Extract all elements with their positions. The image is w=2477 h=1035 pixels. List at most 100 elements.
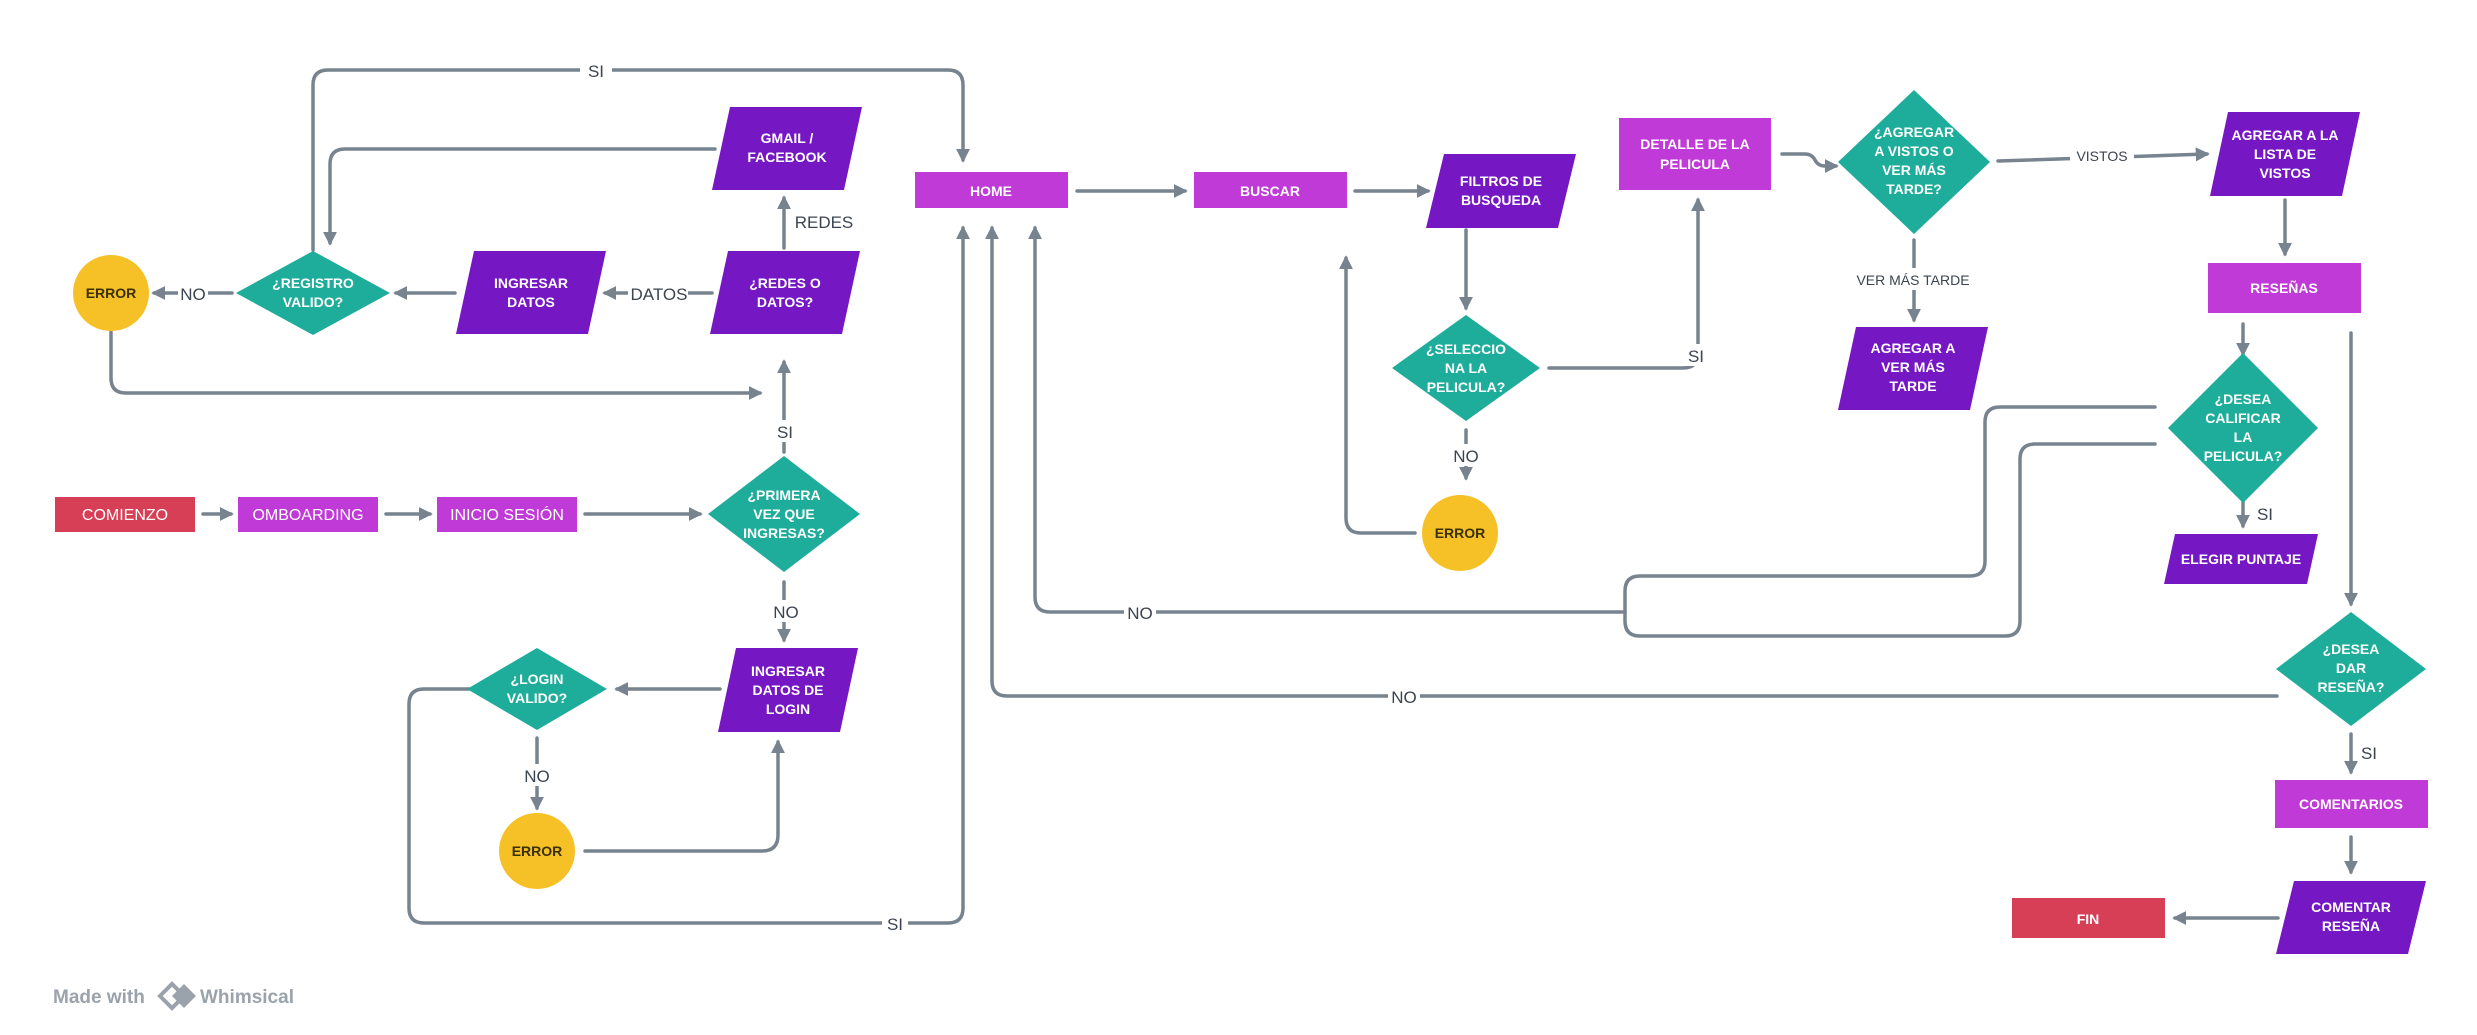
svg-text:INGRESAS?: INGRESAS?: [743, 525, 825, 541]
node-agregar-pregunta[interactable]: ¿AGREGAR A VISTOS O VER MÁS TARDE?: [1838, 90, 1990, 234]
svg-text:DETALLE DE LA: DETALLE DE LA: [1640, 136, 1749, 152]
edge-registro-home: [311, 68, 970, 252]
svg-text:CALIFICAR: CALIFICAR: [2205, 410, 2280, 426]
svg-text:ERROR: ERROR: [512, 843, 563, 859]
edge-gmail-registro: [323, 147, 717, 246]
node-error-busqueda[interactable]: ERROR: [1422, 495, 1498, 571]
node-elegir-puntaje[interactable]: ELEGIR PUNTAJE: [2164, 534, 2318, 584]
svg-text:COMENTARIOS: COMENTARIOS: [2299, 796, 2403, 812]
label-no-dar: NO: [1391, 688, 1417, 707]
svg-text:COMIENZO: COMIENZO: [82, 507, 168, 524]
svg-text:TARDE?: TARDE?: [1886, 181, 1942, 197]
svg-text:A VISTOS O: A VISTOS O: [1874, 143, 1953, 159]
svg-text:VALIDO?: VALIDO?: [507, 690, 567, 706]
node-ingresar-login[interactable]: INGRESAR DATOS DE LOGIN: [718, 648, 858, 732]
svg-text:RESEÑA: RESEÑA: [2322, 917, 2380, 934]
node-ingresar-datos[interactable]: INGRESAR DATOS: [456, 251, 606, 334]
node-login-valido[interactable]: ¿LOGIN VALIDO?: [467, 648, 607, 730]
edge-calificar-home: [1028, 225, 1627, 614]
svg-text:COMENTAR: COMENTAR: [2311, 899, 2391, 915]
svg-text:PELICULA?: PELICULA?: [2204, 448, 2283, 464]
node-detalle-pelicula[interactable]: DETALLE DE LA PELICULA: [1619, 118, 1771, 190]
node-resenas[interactable]: RESEÑAS: [2208, 263, 2361, 313]
watermark[interactable]: Made with Whimsical: [53, 981, 294, 1011]
node-error-login[interactable]: ERROR: [499, 813, 575, 889]
svg-text:INGRESAR: INGRESAR: [494, 275, 568, 291]
svg-text:¿DESEA: ¿DESEA: [2215, 391, 2272, 407]
edge-error-busqueda-retry: [1339, 255, 1417, 535]
svg-text:LA: LA: [2234, 429, 2253, 445]
node-buscar[interactable]: BUSCAR: [1194, 172, 1347, 208]
svg-text:¿REGISTRO: ¿REGISTRO: [272, 275, 354, 291]
svg-text:LOGIN: LOGIN: [766, 701, 810, 717]
node-home[interactable]: HOME: [915, 172, 1068, 208]
edge-error-retry: [109, 330, 763, 400]
svg-text:AGREGAR A LA: AGREGAR A LA: [2231, 127, 2338, 143]
svg-text:FACEBOOK: FACEBOOK: [747, 149, 826, 165]
svg-text:RESEÑAS: RESEÑAS: [2250, 279, 2318, 296]
edge-detalle-agregar: [1780, 152, 1839, 173]
svg-text:¿LOGIN: ¿LOGIN: [511, 671, 564, 687]
label-ver-mas-tarde: VER MÁS TARDE: [1856, 272, 1969, 288]
svg-text:AGREGAR A: AGREGAR A: [1870, 340, 1955, 356]
node-desea-dar[interactable]: ¿DESEA DAR RESEÑA?: [2276, 612, 2426, 726]
node-onboarding[interactable]: OMBOARDING: [238, 497, 378, 532]
svg-text:PELICULA: PELICULA: [1660, 156, 1730, 172]
edge-calificar-bracket: [1623, 405, 2157, 638]
node-comienzo[interactable]: COMIENZO: [55, 497, 195, 532]
node-redes-o-datos[interactable]: ¿REDES O DATOS?: [710, 251, 860, 334]
node-comentar-resena[interactable]: COMENTAR RESEÑA: [2276, 881, 2426, 954]
node-agregar-tarde[interactable]: AGREGAR A VER MÁS TARDE: [1838, 327, 1988, 410]
label-no-calificar: NO: [1127, 604, 1153, 623]
svg-text:¿AGREGAR: ¿AGREGAR: [1874, 124, 1954, 140]
node-fin[interactable]: FIN: [2012, 898, 2165, 938]
label-no-selecciona: NO: [1453, 447, 1479, 466]
svg-text:DAR: DAR: [2336, 660, 2366, 676]
node-error-registro[interactable]: ERROR: [73, 255, 149, 331]
svg-text:INICIO SESIÓN: INICIO SESIÓN: [450, 505, 564, 524]
node-filtros-busqueda[interactable]: FILTROS DE BUSQUEDA: [1426, 154, 1576, 228]
edge-dar-home: [985, 225, 2279, 698]
svg-text:ERROR: ERROR: [86, 285, 137, 301]
svg-text:DATOS: DATOS: [507, 294, 555, 310]
watermark-made-with: Made with: [53, 987, 145, 1008]
svg-text:LISTA DE: LISTA DE: [2254, 146, 2316, 162]
svg-text:¿DESEA: ¿DESEA: [2323, 641, 2380, 657]
node-selecciona-pelicula[interactable]: ¿SELECCIO NA LA PELICULA?: [1392, 315, 1540, 421]
edge-selecciona-detalle: [1547, 197, 1705, 370]
svg-text:VISTOS: VISTOS: [2259, 165, 2310, 181]
svg-text:OMBOARDING: OMBOARDING: [252, 507, 363, 524]
svg-text:FILTROS DE: FILTROS DE: [1460, 173, 1542, 189]
svg-text:DATOS?: DATOS?: [757, 294, 813, 310]
label-si-top: SI: [588, 62, 604, 81]
svg-text:VALIDO?: VALIDO?: [283, 294, 343, 310]
svg-text:HOME: HOME: [970, 183, 1012, 199]
label-no-login: NO: [524, 767, 550, 786]
svg-text:ERROR: ERROR: [1435, 525, 1486, 541]
svg-text:¿SELECCIO: ¿SELECCIO: [1426, 341, 1506, 357]
svg-text:VEZ QUE: VEZ QUE: [753, 506, 814, 522]
label-si-login: SI: [887, 915, 903, 934]
svg-text:PELICULA?: PELICULA?: [1427, 379, 1506, 395]
label-si-calificar: SI: [2257, 505, 2273, 524]
node-primera-vez[interactable]: ¿PRIMERA VEZ QUE INGRESAS?: [708, 456, 860, 572]
node-comentarios[interactable]: COMENTARIOS: [2275, 780, 2428, 828]
whimsical-logo-icon: [157, 981, 196, 1011]
svg-text:VER MÁS: VER MÁS: [1881, 359, 1945, 375]
svg-text:NA LA: NA LA: [1445, 360, 1487, 376]
svg-text:DATOS DE: DATOS DE: [752, 682, 823, 698]
svg-text:TARDE: TARDE: [1889, 378, 1936, 394]
label-no-primera: NO: [773, 603, 799, 622]
node-agregar-vistos[interactable]: AGREGAR A LA LISTA DE VISTOS: [2210, 112, 2360, 196]
edge-login-home: [407, 225, 970, 925]
svg-text:ELEGIR PUNTAJE: ELEGIR PUNTAJE: [2181, 551, 2301, 567]
label-datos: DATOS: [631, 285, 688, 304]
svg-text:FIN: FIN: [2077, 911, 2100, 927]
node-gmail-facebook[interactable]: GMAIL / FACEBOOK: [712, 107, 862, 190]
label-vistos: VISTOS: [2076, 148, 2127, 164]
node-registro-valido[interactable]: ¿REGISTRO VALIDO?: [236, 251, 390, 335]
node-inicio-sesion[interactable]: INICIO SESIÓN: [437, 497, 577, 532]
label-redes: REDES: [795, 213, 854, 232]
node-desea-calificar[interactable]: ¿DESEA CALIFICAR LA PELICULA?: [2168, 353, 2318, 503]
